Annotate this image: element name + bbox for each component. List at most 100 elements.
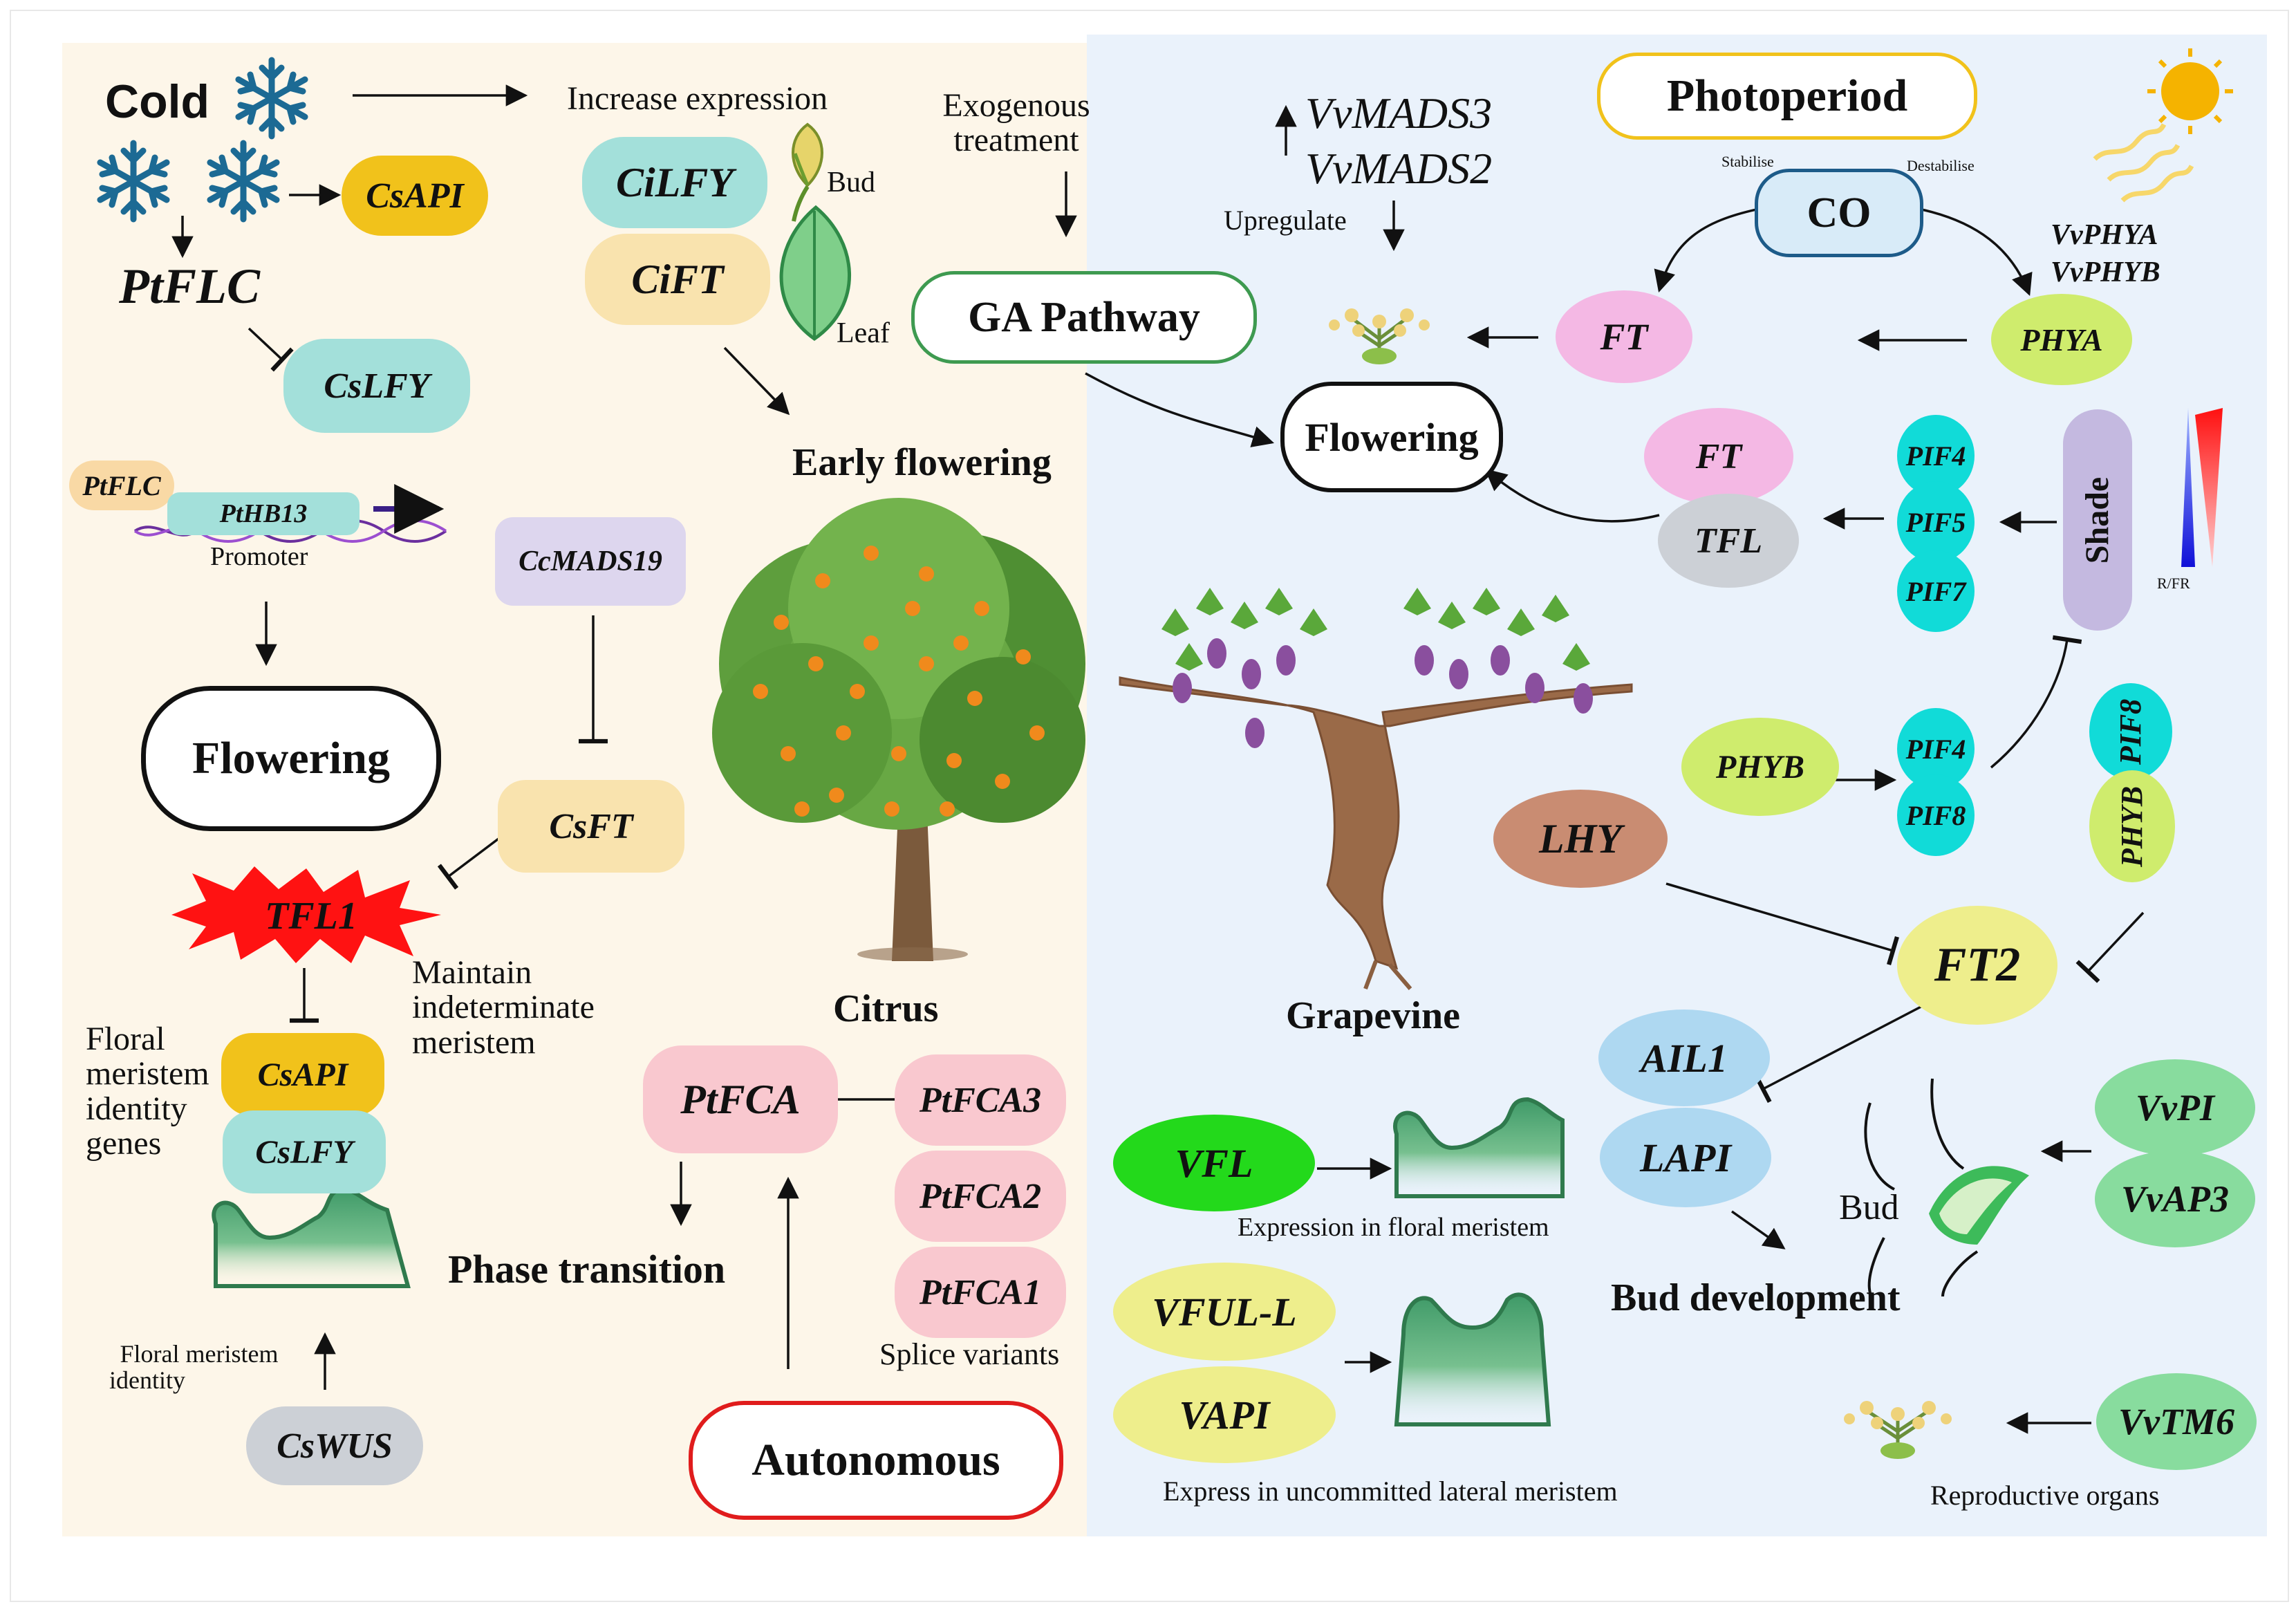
citrus-tree-illustration: [712, 498, 1085, 961]
exogenous-treatment-label: Exogenous treatment: [926, 87, 1106, 159]
reproductive-organs-label: Reproductive organs: [1930, 1480, 2160, 1511]
inhibit-phyb-ft2: [2075, 911, 2145, 983]
fmg-line-3: identity: [86, 1090, 187, 1127]
bud-icon: [792, 122, 823, 222]
bud-development-label: Bud development: [1611, 1276, 1901, 1319]
r-fr-ratio-icon: [2181, 408, 2223, 567]
vvphya-label: VvPHYA: [2051, 219, 2158, 251]
pif7-node: PIF7: [1897, 550, 1975, 632]
fmg-line-4: genes: [86, 1125, 162, 1162]
bud-label: Bud: [827, 167, 876, 198]
tfl1-label: TFL1: [265, 895, 357, 938]
floral-meristem-genes-label: Floral meristem identity genes: [86, 1021, 209, 1162]
phase-transition-label: Phase transition: [448, 1247, 726, 1292]
lhy-node: LHY: [1493, 790, 1668, 888]
ft-mid-node: FT: [1644, 408, 1793, 505]
cift-node: CiFT: [585, 234, 770, 325]
cslfy-top-node: CsLFY: [283, 339, 470, 433]
pif5-node: PIF5: [1897, 481, 1975, 563]
inhibit-lhy-ft2: [1665, 882, 1899, 966]
fmi-line-1: Floral meristem: [120, 1340, 279, 1368]
fmg-line-1: Floral: [86, 1021, 165, 1057]
lateral-meristem-icon: [1394, 1292, 1551, 1426]
tfl-node: TFL: [1658, 494, 1799, 588]
lap1-node: LAPI: [1600, 1108, 1771, 1207]
ail1-node: AIL1: [1598, 1010, 1770, 1106]
co-node: CO: [1755, 169, 1923, 257]
ft2-node: FT2: [1897, 906, 2057, 1025]
pif8-vertical-node: PIF8: [2089, 683, 2172, 780]
csft-node: CsFT: [498, 780, 684, 873]
phyb-vertical-label: PHYB: [2115, 785, 2149, 867]
bud-label-right: Bud: [1839, 1188, 1899, 1227]
maintain-line-1: Maintain: [412, 954, 532, 991]
inhibit-csft-tfl1: [437, 835, 503, 890]
shade-label: Shade: [2079, 476, 2116, 564]
ft-top-node: FT: [1556, 290, 1692, 383]
ptflc-node: PtFLC: [119, 259, 261, 314]
ga-pathway-box: GA Pathway: [911, 271, 1257, 364]
phya-node: PHYA: [1991, 294, 2132, 385]
stabilise-label: Stabilise: [1721, 153, 1774, 170]
maintain-line-2: indeterminate: [412, 989, 595, 1026]
ptfca2-node: PtFCA2: [895, 1151, 1066, 1242]
vfl-node: VFL: [1113, 1115, 1315, 1211]
pif8-b-node: PIF8: [1897, 774, 1975, 856]
vvtm6-node: VvTM6: [2096, 1373, 2257, 1470]
increase-expression-label: Increase expression: [567, 80, 828, 117]
flowering-box-right: Flowering: [1280, 382, 1503, 492]
maintain-line-3: meristem: [412, 1023, 536, 1061]
arrow-lap1-bud: [1730, 1210, 1786, 1249]
autonomous-box: Autonomous: [689, 1401, 1063, 1520]
snowflake-icon: [100, 143, 167, 219]
exogenous-line-2: treatment: [953, 122, 1079, 159]
tfl1-burst: [171, 866, 441, 963]
citrus-label: Citrus: [833, 987, 939, 1030]
arrow-co-phya: [1918, 207, 2033, 296]
floral-meristem-identity-label: Floral meristem identity: [109, 1341, 289, 1394]
inhibit-pif-shade: [1990, 635, 2082, 769]
cslfy-bottom-node: CsLFY: [223, 1110, 386, 1193]
grapevine-illustration: [1119, 588, 1633, 990]
ptfca1-node: PtFCA1: [895, 1247, 1066, 1338]
ptfca-node: PtFCA: [643, 1045, 838, 1153]
fmg-line-2: meristem: [86, 1055, 209, 1092]
photoperiod-box: Photoperiod: [1597, 53, 1977, 140]
grapevine-label: Grapevine: [1286, 994, 1460, 1037]
inhibit-ptflc-cslfy: [248, 327, 294, 372]
ptfca3-node: PtFCA3: [895, 1054, 1066, 1146]
vvap3-node: VvAP3: [2095, 1151, 2255, 1247]
expression-floral-label: Expression in floral meristem: [1238, 1213, 1549, 1242]
leaf-label: Leaf: [837, 317, 890, 349]
floral-meristem-icon: [212, 1187, 411, 1288]
cold-label: Cold: [105, 75, 210, 128]
csap1-top-node: CsAPI: [342, 156, 488, 236]
shade-node: Shade: [2063, 409, 2132, 631]
arrow-co-ft: [1654, 207, 1760, 293]
arrow-fttfl-flowering: [1484, 468, 1660, 523]
express-uncommitted-label: Express in uncommitted lateral meristem: [1163, 1476, 1618, 1507]
flowering-box-left: Flowering: [141, 686, 441, 831]
maintain-meristem-label: Maintain indeterminate meristem: [412, 954, 595, 1061]
cilfy-node: CiLFY: [582, 137, 767, 228]
early-flowering-label: Early flowering: [792, 441, 1052, 484]
phyb-vertical-node: PHYB: [2089, 770, 2175, 882]
reproductive-flower-icon: [1844, 1401, 1952, 1459]
arrow-ga-flowering: [1085, 372, 1275, 447]
sun-icon: [2093, 48, 2233, 203]
csap1-bottom-node: CsAPI: [221, 1033, 384, 1116]
vvmads2-label: VvMADS2: [1305, 144, 1493, 193]
vvmads3-label: VvMADS3: [1305, 89, 1493, 138]
inhibit-ft2-ail1: [1754, 1001, 1930, 1104]
phyb-node: PHYB: [1681, 718, 1839, 816]
snowflake-icon: [239, 60, 305, 136]
pif8-vertical-label: PIF8: [2113, 698, 2148, 765]
floral-meristem-icon: [1393, 1097, 1565, 1198]
figure-frame: [10, 10, 2289, 1602]
exogenous-line-1: Exogenous: [942, 87, 1090, 124]
upregulate-label: Upregulate: [1224, 205, 1347, 236]
leaf-icon: [779, 205, 852, 342]
snowflake-icon: [210, 143, 277, 219]
bud-development-icon: [1864, 1078, 2029, 1297]
